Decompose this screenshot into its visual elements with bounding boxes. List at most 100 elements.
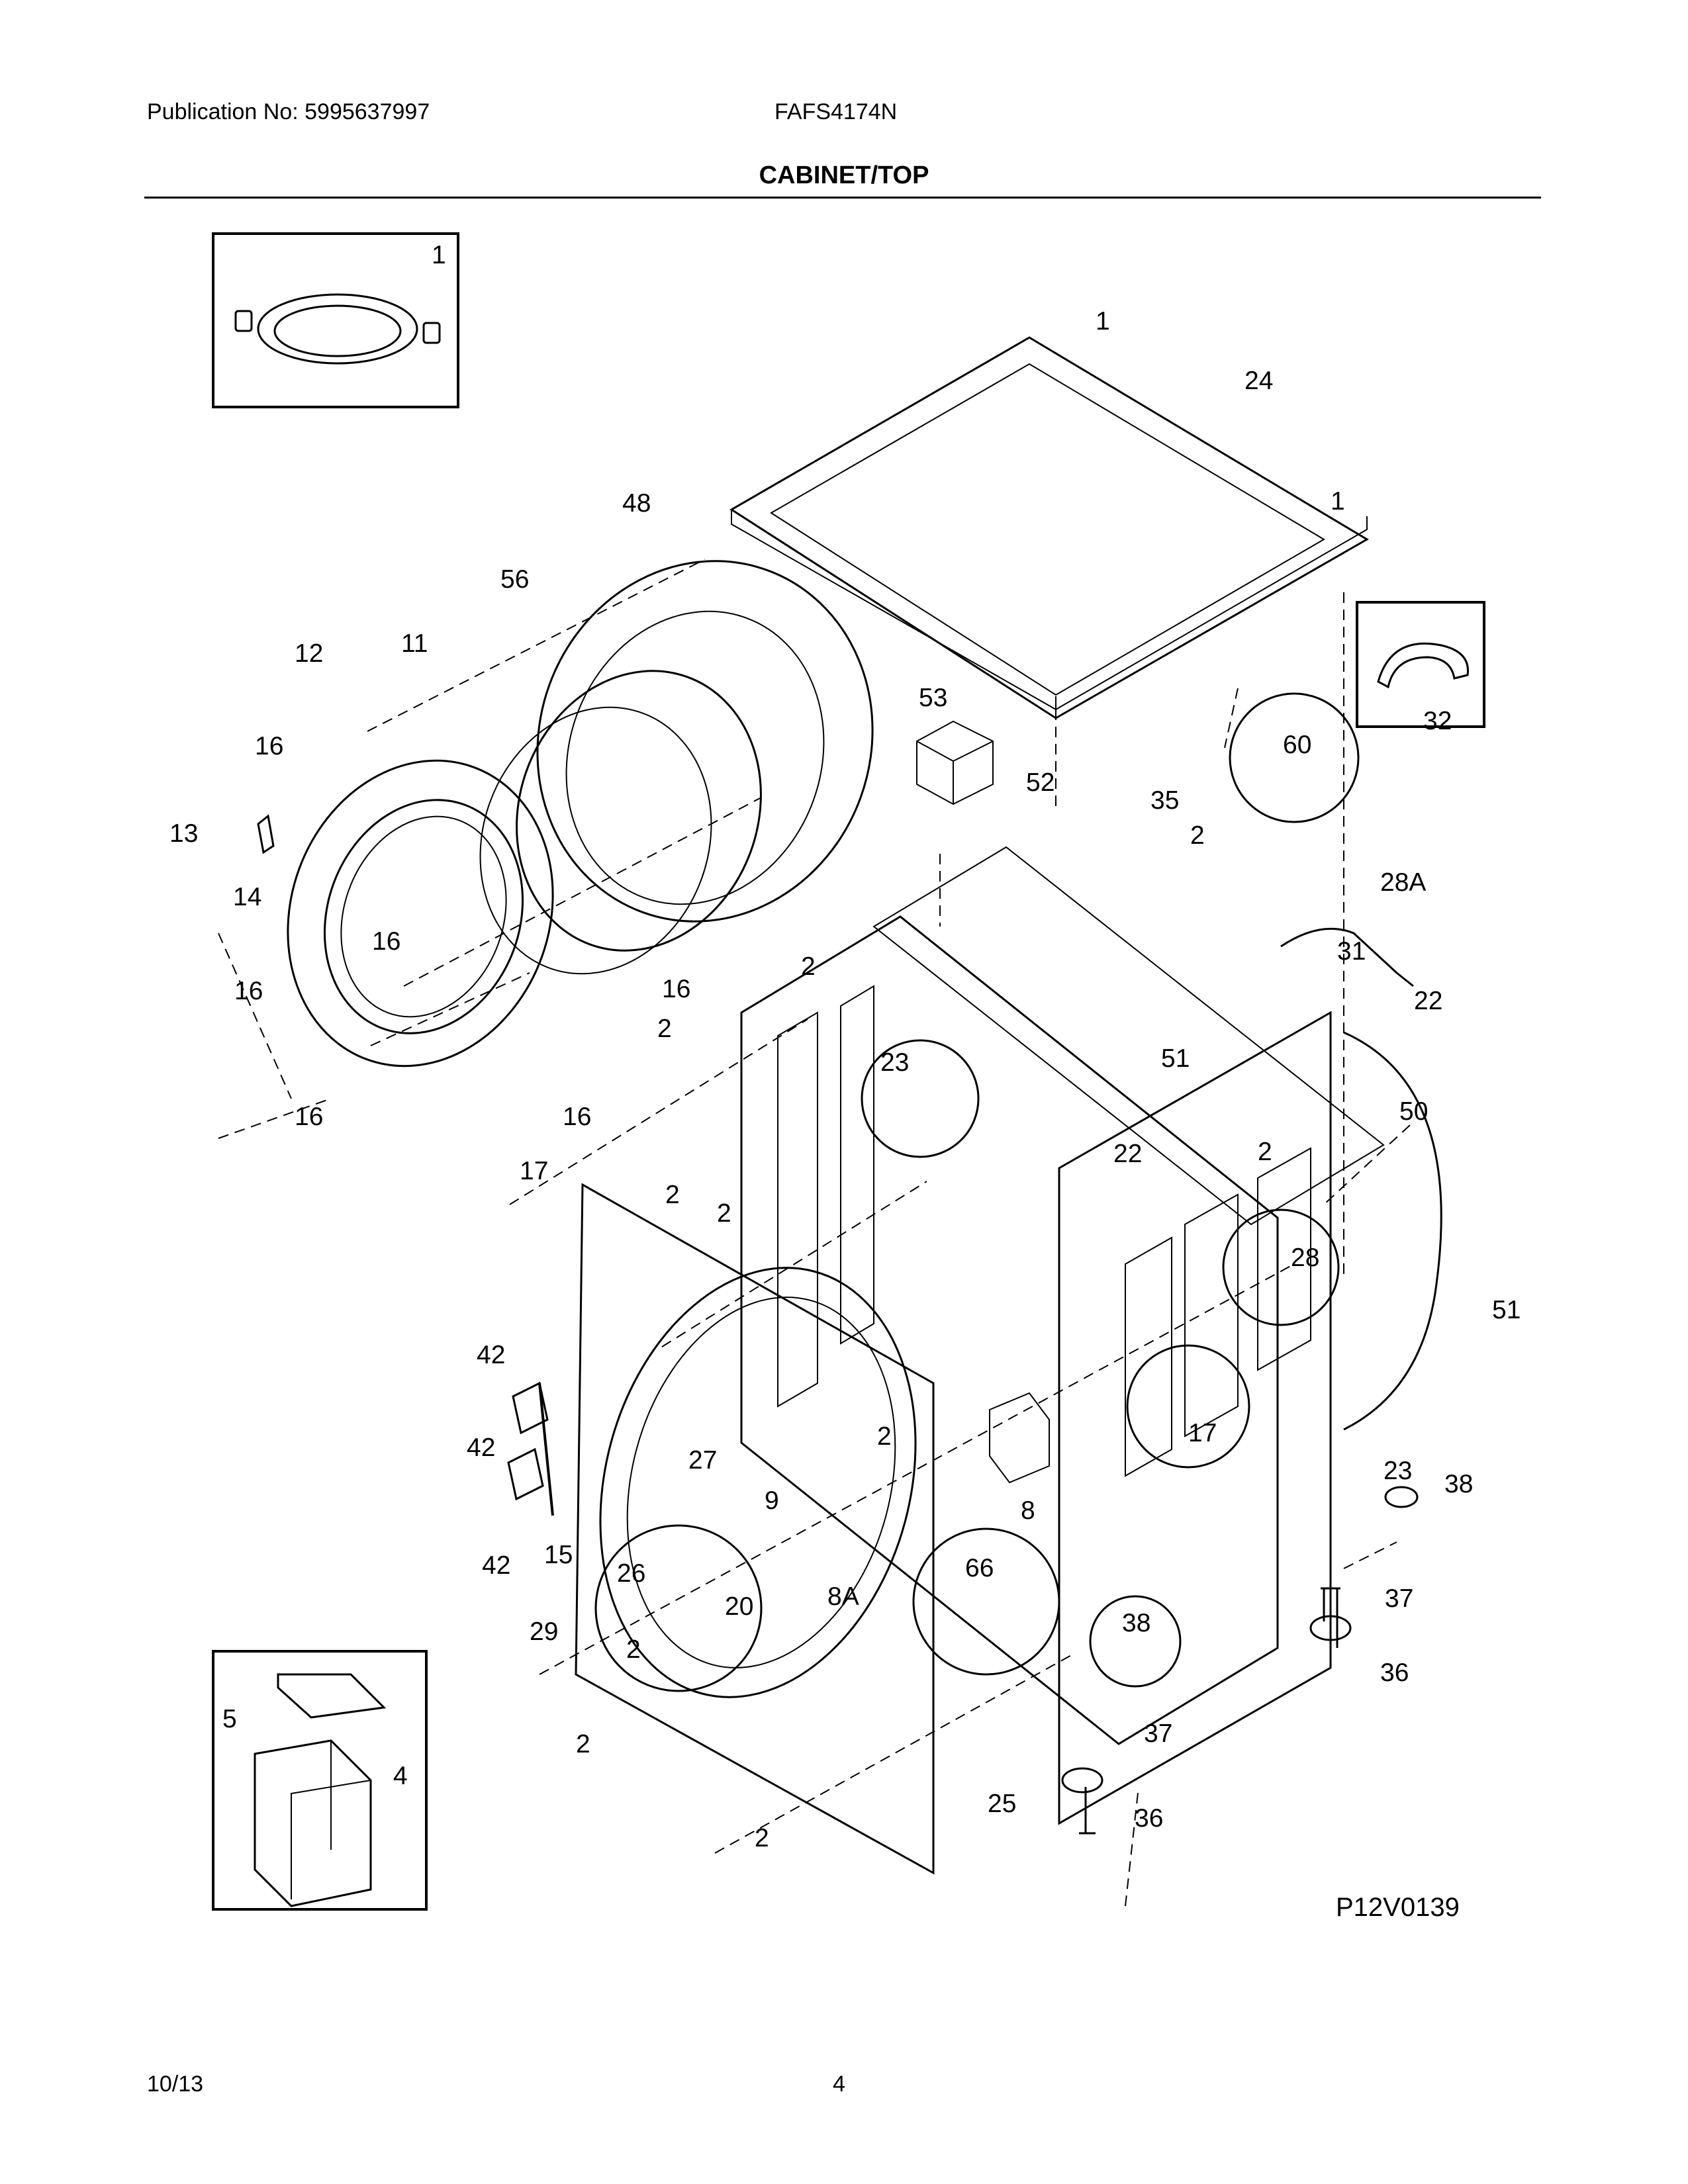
part-label: 8A (827, 1582, 859, 1611)
part-label: 2 (717, 1199, 731, 1228)
hose-fitting-right (422, 322, 441, 344)
box-part-52 (916, 720, 994, 805)
part-label: 2 (657, 1015, 672, 1043)
part-label: 29 (530, 1617, 558, 1646)
foot-37-left (1061, 1767, 1103, 1794)
part-label: 2 (626, 1635, 641, 1664)
part-label: 37 (1385, 1584, 1413, 1613)
part-label: 4 (393, 1762, 408, 1790)
part-label: 42 (477, 1341, 505, 1369)
part-label: 42 (482, 1551, 510, 1580)
part-label: 37 (1144, 1719, 1172, 1748)
part-label: 8 (1021, 1496, 1035, 1525)
part-label: 36 (1380, 1659, 1409, 1687)
top-panel (729, 336, 1369, 719)
cabinet-top-frame-35 (872, 846, 1385, 1226)
front-panel-29 (575, 1183, 935, 1875)
part-label: 16 (255, 732, 283, 760)
part-label: 28 (1291, 1244, 1319, 1272)
part-label: 2 (801, 952, 816, 981)
part-label: 2 (1190, 821, 1205, 850)
part-label: 26 (617, 1559, 645, 1588)
outer-tub-front-48 (536, 560, 874, 923)
part-label: 17 (1188, 1419, 1217, 1447)
part-label: 16 (234, 977, 263, 1005)
part-label: 50 (1399, 1097, 1428, 1126)
board-housing (254, 1739, 372, 1907)
part-label: 36 (1135, 1804, 1163, 1833)
part-label: 1 (432, 241, 446, 269)
foot-38-right (1384, 1486, 1419, 1508)
part-label: 16 (563, 1103, 591, 1131)
footer-page-number: 4 (833, 2071, 845, 2097)
door-outer-12 (287, 759, 554, 1068)
part-label: 15 (544, 1541, 573, 1569)
cabinet-side-panel (1058, 1011, 1332, 1825)
leveling-foot-37-36-left (1079, 1787, 1096, 1835)
part-label: 12 (295, 639, 323, 668)
part-label: 17 (520, 1157, 548, 1185)
part-label: 20 (725, 1592, 753, 1621)
part-label: 32 (1423, 707, 1452, 735)
part-label: 28A (1380, 868, 1426, 897)
part-label: 2 (877, 1422, 892, 1451)
front-panel-opening (599, 1267, 917, 1698)
fill-valve-8 (989, 1392, 1050, 1484)
part-label: 48 (622, 489, 651, 518)
part-label: 52 (1026, 768, 1055, 797)
part-label: 56 (500, 565, 529, 594)
part-label: 2 (755, 1824, 769, 1852)
model-number: FAFS4174N (774, 99, 898, 124)
part-label: 2 (576, 1730, 590, 1758)
part-label: 2 (665, 1181, 680, 1209)
stray-mark: 1 (1331, 487, 1345, 516)
hinge-plate-15 (538, 1383, 554, 1516)
part-label: 11 (401, 629, 428, 658)
door-hinge-14 (257, 814, 275, 854)
part-label: 16 (372, 927, 400, 956)
part-label: 16 (662, 975, 690, 1003)
detail-circle-51-right (1222, 1208, 1340, 1326)
part-label: 31 (1337, 937, 1366, 966)
cabinet-rear-23 (740, 915, 1279, 1745)
door-window (323, 799, 524, 1034)
hose-coil-outer (257, 293, 418, 365)
board-cover (277, 1673, 387, 1719)
foot-37-right (1309, 1615, 1352, 1641)
part-label: 51 (1492, 1296, 1521, 1324)
detail-circle-17 (1126, 1344, 1250, 1469)
footer-date: 10/13 (147, 2071, 204, 2097)
part-label: 66 (965, 1554, 994, 1582)
part-label: 5 (222, 1705, 237, 1733)
detail-circle-38 (1089, 1595, 1182, 1688)
clamp-shape (1377, 642, 1469, 689)
part-label: 27 (688, 1446, 717, 1475)
part-label: 38 (1122, 1609, 1150, 1637)
detail-circle-32 (1229, 692, 1360, 823)
title-rule (144, 197, 1541, 199)
part-label: 38 (1444, 1470, 1473, 1498)
power-cord-31 (1280, 927, 1414, 987)
detail-circle-51-left (861, 1039, 980, 1158)
bellows-56 (516, 670, 762, 952)
section-title: CABINET/TOP (759, 161, 929, 189)
hinge-bracket-42 (507, 1381, 549, 1501)
part-label: 2 (1258, 1138, 1272, 1166)
drawing-code: P12V0139 (1336, 1893, 1460, 1922)
hose-coil-inner (273, 304, 402, 357)
part-label: 24 (1244, 367, 1273, 395)
part-label: 22 (1113, 1140, 1142, 1168)
part-label: 16 (295, 1103, 323, 1131)
part-label: 23 (1383, 1457, 1412, 1485)
part-label: 13 (169, 819, 198, 848)
part-label: 14 (233, 883, 261, 911)
hose-fitting-left (234, 310, 253, 332)
rear-gasket-28 (1343, 1031, 1442, 1431)
part-label: 9 (765, 1486, 779, 1515)
part-label: 60 (1283, 731, 1311, 759)
part-label: 53 (919, 684, 947, 712)
part-label: 42 (467, 1433, 495, 1462)
inset-box-hose (212, 232, 459, 408)
inset-box-board (212, 1650, 428, 1911)
